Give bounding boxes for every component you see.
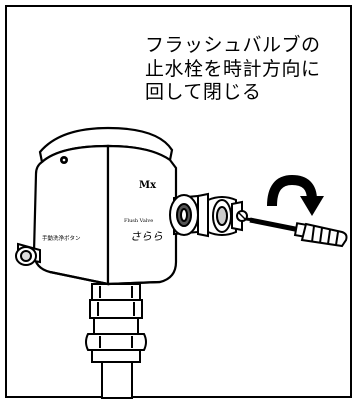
- valve-body: [32, 126, 178, 286]
- supply-pipe: [101, 359, 133, 399]
- instruction-line-1: フラッシュバルブの: [145, 34, 321, 56]
- product-name-label: さらら: [130, 230, 163, 243]
- side-label: 手動洗浄ボタン: [42, 234, 81, 242]
- screw-dot: [60, 156, 68, 164]
- stop-valve: [207, 196, 248, 236]
- product-line-label: Flush Valve: [124, 218, 153, 224]
- instruction-line-3: 回して閉じる: [145, 81, 262, 103]
- manual-flush-button: [15, 242, 41, 266]
- brand-mark: Mx: [139, 180, 157, 191]
- inlet-fitting: [169, 192, 209, 238]
- pipe-coupling: [85, 283, 147, 363]
- screwdriver: [245, 217, 348, 248]
- clockwise-arrow-icon: [267, 174, 324, 216]
- instruction-text: フラッシュバルブの 止水栓を時計方向に 回して閉じる: [145, 34, 321, 105]
- instruction-line-2: 止水栓を時計方向に: [145, 57, 321, 80]
